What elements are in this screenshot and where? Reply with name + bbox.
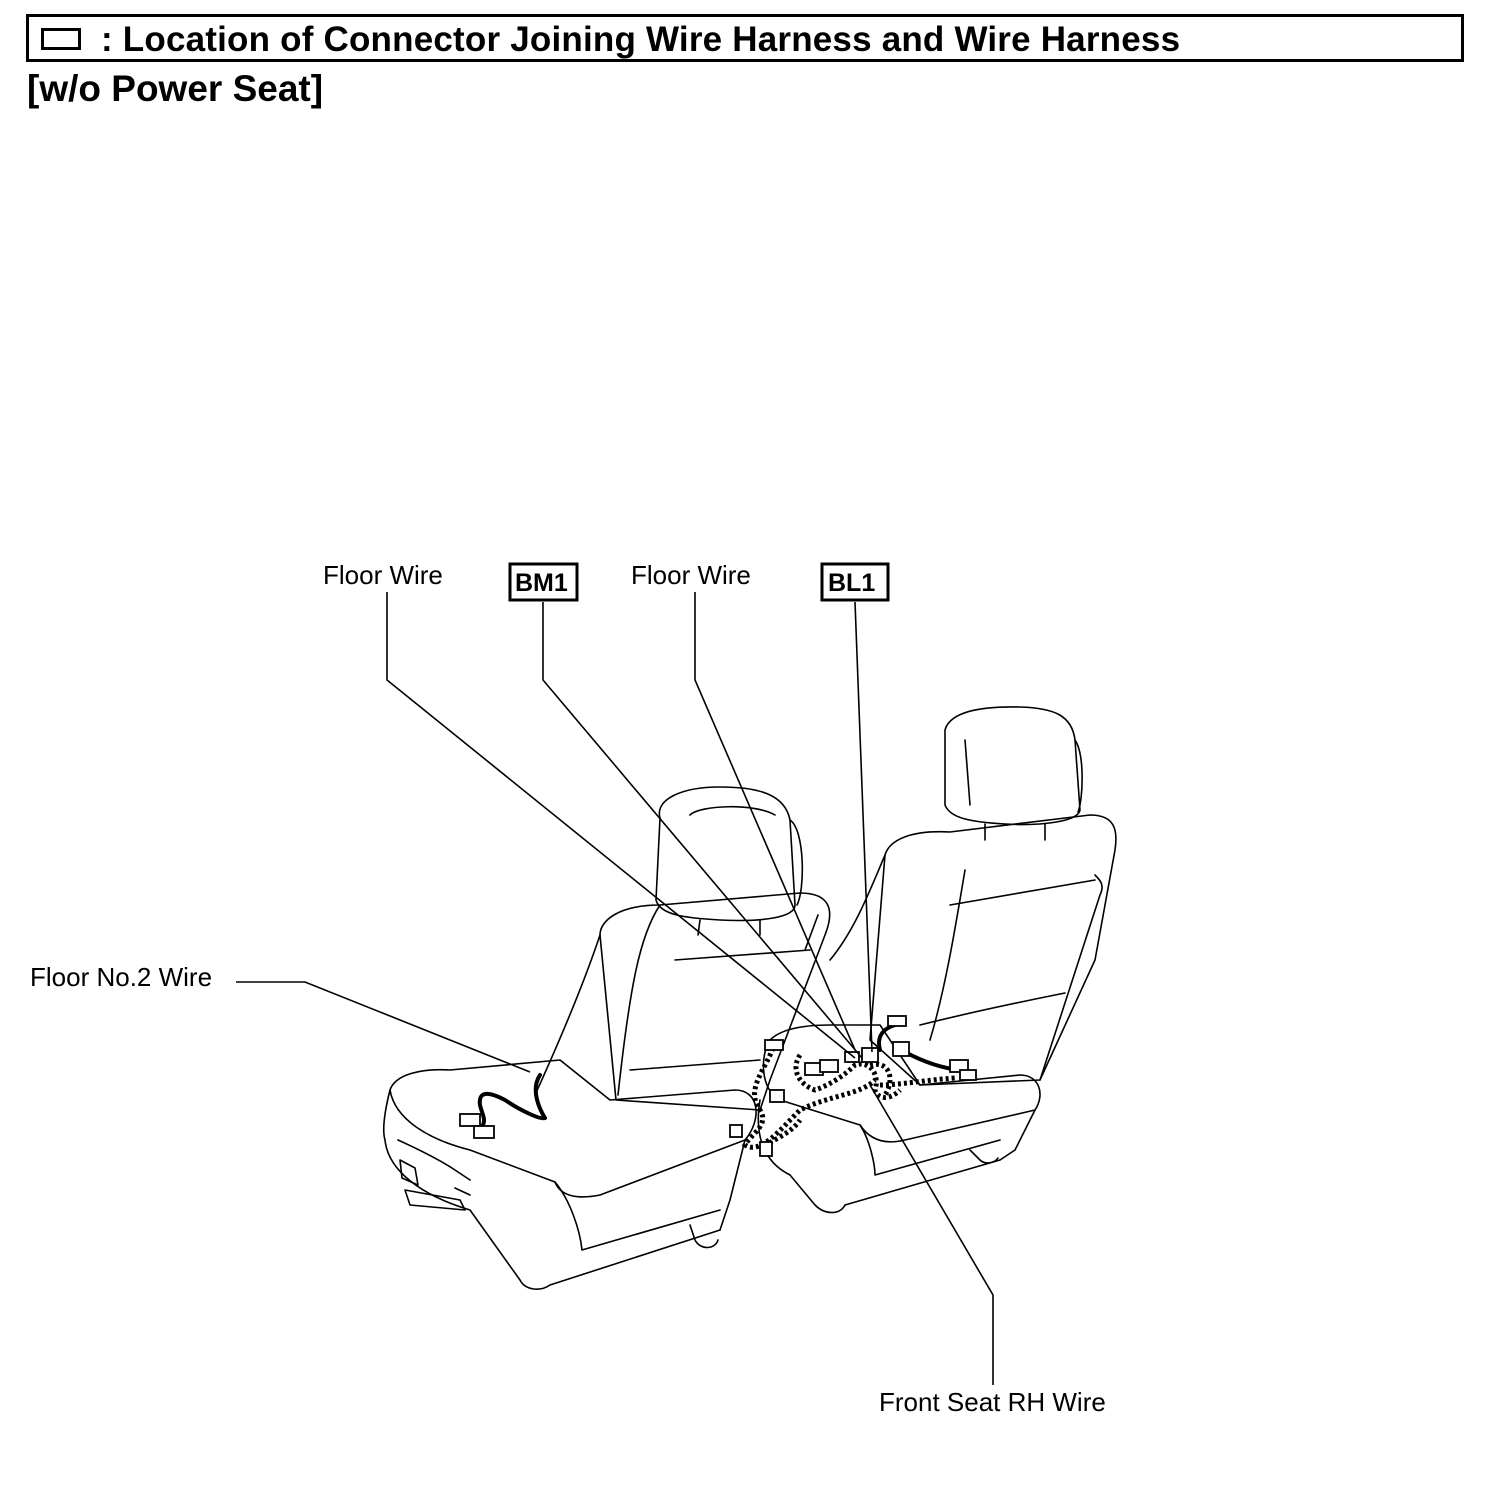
- right-seat: [757, 706, 1117, 1214]
- leader-front-seat-rh-wire: [869, 1084, 994, 1385]
- title-bar: : Location of Connector Joining Wire Har…: [26, 14, 1464, 62]
- label-floor-wire-left: Floor Wire: [323, 560, 443, 590]
- leader-lines: [236, 592, 994, 1385]
- page-title: : Location of Connector Joining Wire Har…: [101, 20, 1181, 59]
- bm1-code-box: [508, 562, 579, 602]
- leader-floor-no2-wire: [236, 981, 531, 1073]
- label-floor-wire-right: Floor Wire: [631, 560, 751, 590]
- leader-floor-wire-left: [386, 592, 856, 1059]
- connector-code-bl1: BL1: [828, 569, 875, 597]
- floor-no2-wire-harness: [459, 1073, 547, 1139]
- connector-code-bm1: BM1: [515, 569, 568, 597]
- center-harness: [729, 1015, 977, 1157]
- leader-bl1: [854, 601, 873, 1053]
- bl1-code-box: [820, 562, 890, 602]
- label-floor-no2-wire: Floor No.2 Wire: [30, 962, 212, 992]
- page-subtitle: [w/o Power Seat]: [27, 68, 324, 109]
- leader-bm1: [542, 602, 863, 1059]
- connector-legend-icon: [41, 28, 81, 50]
- left-seat: [383, 786, 831, 1290]
- label-front-seat-rh-wire: Front Seat RH Wire: [879, 1387, 1106, 1417]
- leader-floor-wire-right: [694, 592, 856, 1051]
